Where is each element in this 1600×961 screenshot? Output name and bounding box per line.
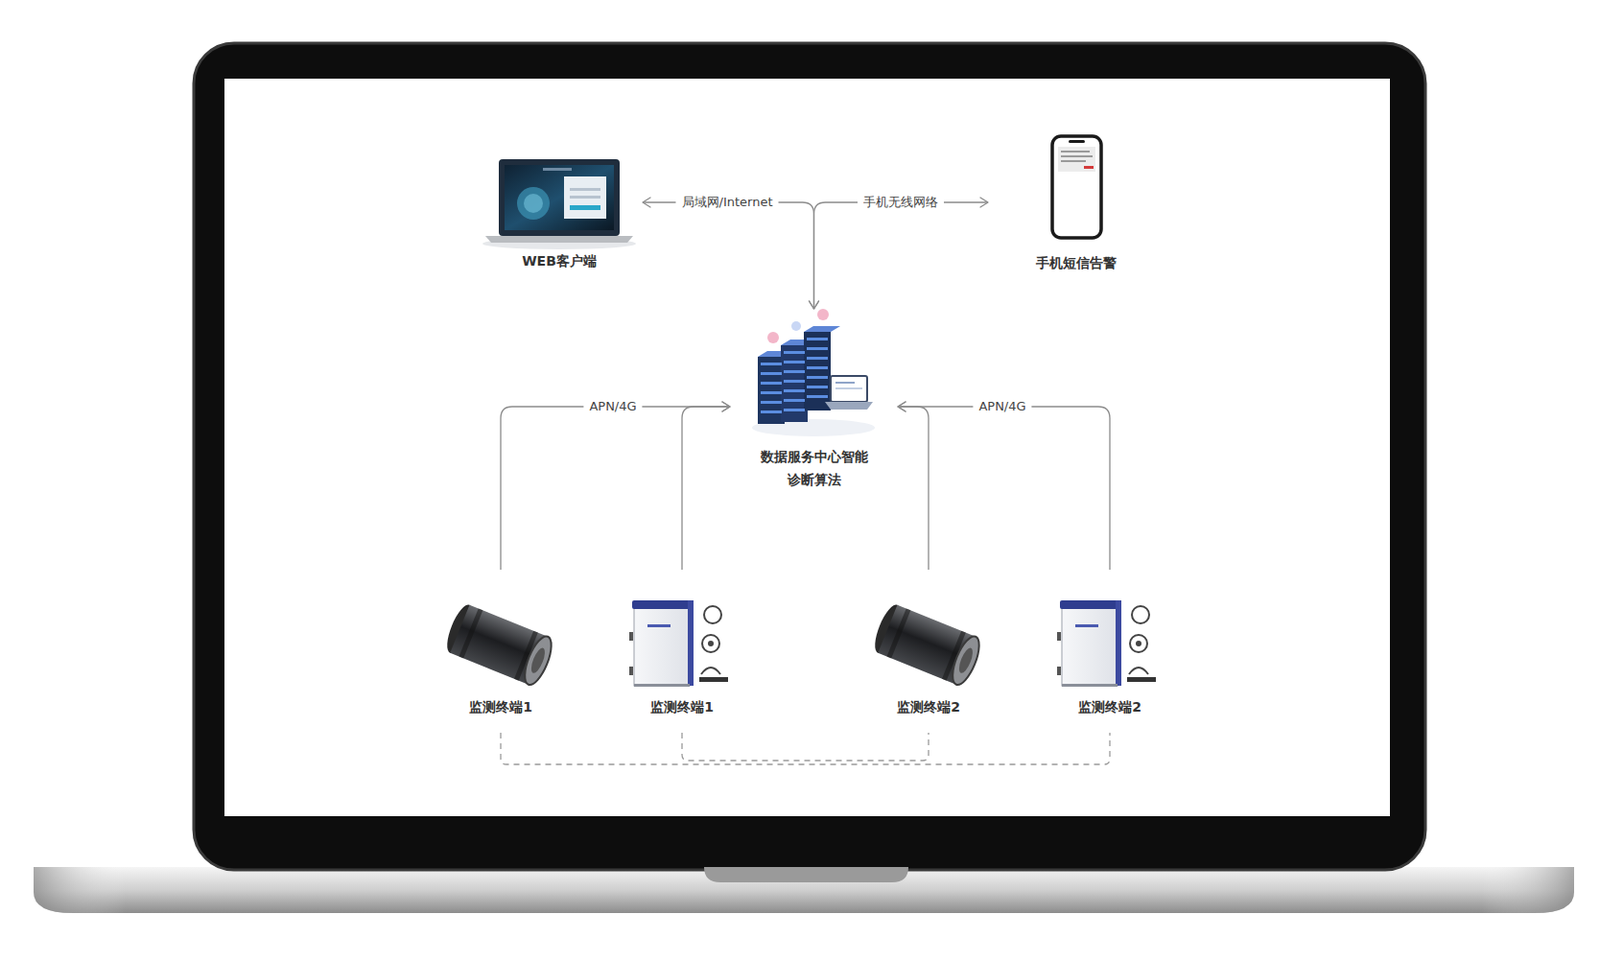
connector-line	[682, 732, 929, 761]
connector-line	[642, 202, 815, 309]
node-label: 监测终端1	[650, 695, 714, 719]
arrow-head	[642, 197, 651, 208]
device-node: WEB客户端	[475, 148, 643, 279]
laptop-base	[33, 867, 1575, 914]
edge-label: 手机无线网络	[857, 193, 944, 212]
laptop-base-shade	[33, 867, 1575, 914]
device-node: 监测终端1	[438, 569, 564, 733]
web-client-icon	[482, 159, 636, 250]
network-connector	[500, 401, 730, 570]
dashed-link	[500, 732, 1110, 765]
arrow-head	[722, 401, 730, 412]
laptop-screen	[224, 78, 1390, 817]
device-node: 手机短信告警	[988, 129, 1165, 281]
connector-line	[682, 406, 730, 570]
node-label: 手机短信告警	[1035, 251, 1117, 275]
network-connector	[809, 197, 989, 309]
connector-line	[897, 406, 1110, 570]
node-label: 监测终端2	[896, 695, 961, 719]
network-connector	[682, 401, 730, 570]
sensor-cylinder-icon	[442, 601, 557, 688]
node-label: 监测终端1	[469, 695, 533, 719]
monitor-box-icon	[1057, 600, 1156, 687]
arrow-head	[980, 197, 989, 208]
dashed-link	[682, 732, 929, 761]
edge-label: APN/4G	[583, 398, 642, 416]
edge-label: 局域网/Internet	[676, 193, 779, 212]
arrow-head	[809, 301, 820, 309]
network-connector	[897, 401, 1110, 570]
node-label: 监测终端2	[1078, 695, 1142, 719]
connector-line	[500, 732, 1110, 765]
network-connector	[642, 197, 820, 309]
device-node: 监测终端2	[866, 569, 991, 733]
phone-icon	[1052, 136, 1102, 238]
monitor-box-icon	[629, 600, 729, 687]
node-label: WEB客户端	[521, 249, 597, 273]
device-node: 数据服务中心智能 诊断算法	[729, 308, 898, 497]
edge-label: APN/4G	[972, 398, 1032, 416]
node-label: 数据服务中心智能 诊断算法	[752, 445, 877, 492]
network-connector	[897, 401, 929, 570]
server-icon	[752, 308, 875, 437]
sensor-cylinder-icon	[870, 601, 985, 688]
device-node: 监测终端1	[619, 569, 745, 733]
laptop-notch	[704, 867, 909, 883]
connector-line	[814, 202, 989, 309]
arrow-head	[897, 401, 906, 412]
laptop-bezel	[193, 43, 1426, 871]
connector-line	[500, 406, 730, 570]
connector-line	[897, 406, 929, 570]
device-node: 监测终端2	[1047, 569, 1173, 733]
